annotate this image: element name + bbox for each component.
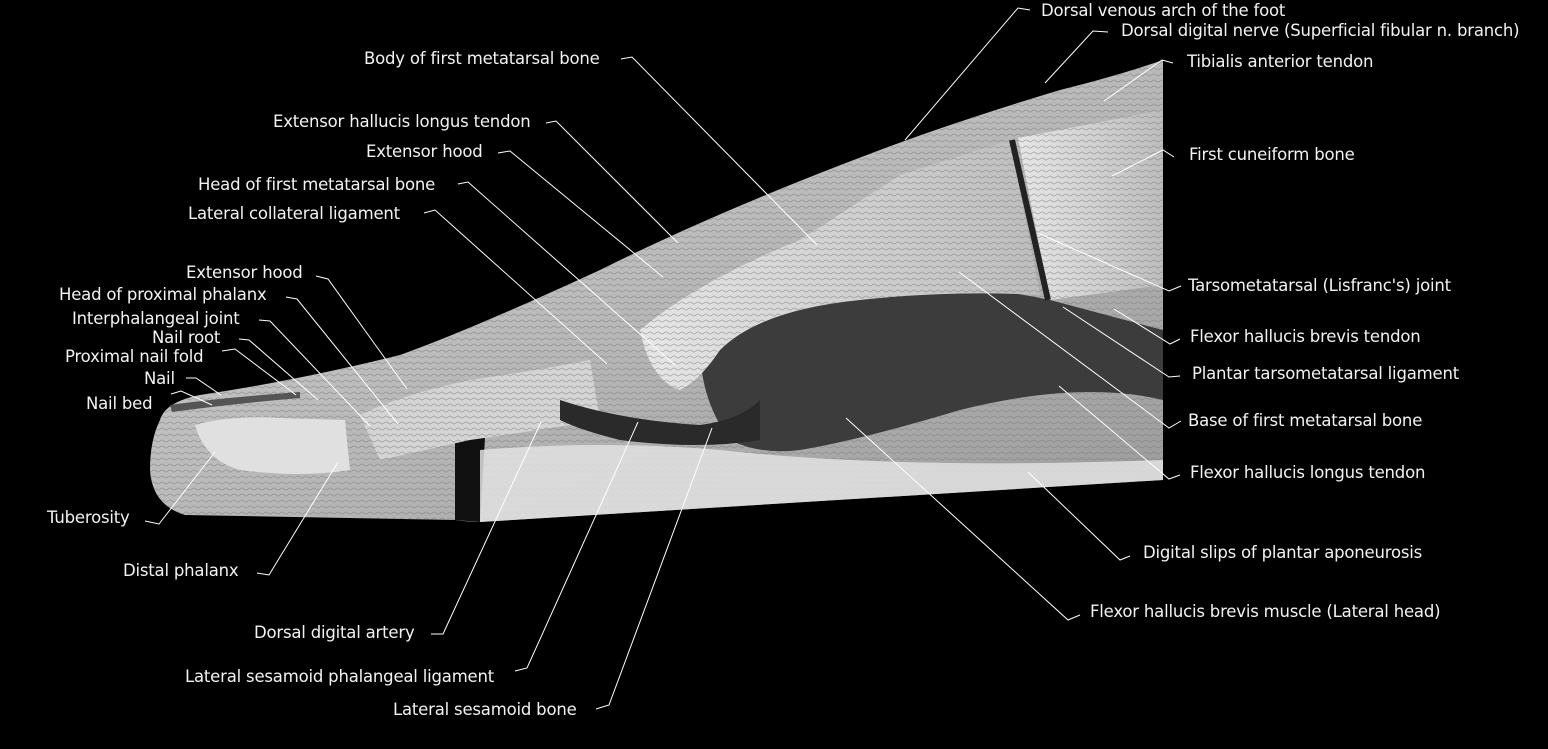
label-extensor-hallucis-longus-tendon: Extensor hallucis longus tendon	[273, 112, 531, 131]
leader-line-fhb-muscle-lateral-head	[845, 417, 1081, 621]
label-extensor-hood-proximal: Extensor hood	[366, 142, 483, 161]
leader-line-lateral-sesamoid-bone	[595, 427, 713, 710]
label-interphalangeal-joint: Interphalangeal joint	[72, 309, 240, 328]
leader-line-nail-bed	[170, 390, 213, 406]
leader-line-dorsal-digital-nerve	[1044, 30, 1109, 84]
label-head-proximal-phalanx: Head of proximal phalanx	[59, 285, 267, 304]
fhb-muscle-region	[700, 286, 1163, 452]
leader-line-extensor-hood-proximal	[497, 150, 664, 278]
leader-line-tarsometatarsal-joint	[1039, 233, 1182, 292]
leader-line-first-cuneiform-bone	[1111, 149, 1175, 177]
lisfranc-joint-line	[1009, 139, 1051, 301]
label-plantar-tarsometatarsal-ligament: Plantar tarsometatarsal ligament	[1192, 364, 1459, 383]
leader-line-head-first-metatarsal	[457, 181, 676, 366]
label-nail: Nail	[144, 369, 175, 388]
leader-line-lateral-collateral-ligament	[423, 209, 608, 365]
label-fhb-muscle-lateral-head: Flexor hallucis brevis muscle (Lateral h…	[1090, 602, 1441, 621]
leader-line-distal-phalanx	[256, 461, 339, 576]
leader-line-nail	[186, 377, 222, 396]
label-head-first-metatarsal: Head of first metatarsal bone	[198, 175, 436, 194]
label-first-cuneiform-bone: First cuneiform bone	[1189, 145, 1355, 164]
leader-line-nail-root	[238, 338, 319, 401]
leader-line-extensor-hood-distal	[315, 275, 408, 390]
label-tuberosity: Tuberosity	[47, 508, 130, 527]
nail-plate	[170, 392, 300, 412]
label-nail-bed: Nail bed	[86, 394, 153, 413]
leader-line-body-first-metatarsal	[620, 56, 818, 246]
label-nail-root: Nail root	[152, 328, 221, 347]
leader-line-dorsal-digital-artery	[431, 421, 542, 635]
leader-line-dorsal-venous-arch	[904, 7, 1031, 141]
label-dorsal-venous-arch: Dorsal venous arch of the foot	[1041, 1, 1286, 20]
label-distal-phalanx: Distal phalanx	[123, 561, 239, 580]
label-proximal-nail-fold: Proximal nail fold	[65, 347, 204, 366]
label-lateral-sesamoid-phalangeal-ligament: Lateral sesamoid phalangeal ligament	[185, 667, 495, 686]
label-dorsal-digital-artery: Dorsal digital artery	[254, 623, 415, 642]
label-flexor-hallucis-longus-tendon: Flexor hallucis longus tendon	[1190, 463, 1426, 482]
leader-line-interphalangeal-joint	[258, 319, 371, 427]
leader-line-extensor-hallucis-longus-tendon	[545, 120, 679, 244]
leader-line-tibialis-anterior-tendon	[1103, 59, 1174, 102]
label-extensor-hood-distal: Extensor hood	[186, 263, 303, 282]
label-body-first-metatarsal: Body of first metatarsal bone	[364, 49, 600, 68]
label-flexor-hallucis-brevis-tendon: Flexor hallucis brevis tendon	[1190, 327, 1421, 346]
leader-line-proximal-nail-fold	[221, 348, 297, 396]
label-tibialis-anterior-tendon: Tibialis anterior tendon	[1187, 52, 1374, 71]
leader-line-tuberosity	[144, 451, 216, 525]
leader-line-flexor-hallucis-brevis-tendon	[1113, 308, 1181, 345]
label-lateral-sesamoid-bone: Lateral sesamoid bone	[393, 700, 577, 719]
label-dorsal-digital-nerve: Dorsal digital nerve (Superficial fibula…	[1121, 21, 1520, 40]
leader-line-head-proximal-phalanx	[285, 296, 399, 425]
label-digital-slips-plantar-aponeurosis: Digital slips of plantar aponeurosis	[1143, 543, 1423, 562]
leader-line-base-of-first-metatarsal	[958, 271, 1182, 429]
label-lateral-collateral-ligament: Lateral collateral ligament	[188, 204, 400, 223]
label-tarsometatarsal-joint: Tarsometatarsal (Lisfranc's) joint	[1188, 276, 1451, 295]
leader-line-plantar-tarsometatarsal-ligament	[1062, 306, 1181, 378]
distal-phalanx-bone	[195, 417, 350, 474]
leader-line-lateral-sesamoid-phalangeal-ligament	[514, 421, 639, 672]
leader-line-digital-slips-plantar-aponeurosis	[1027, 471, 1131, 561]
label-base-of-first-metatarsal: Base of first metatarsal bone	[1188, 411, 1423, 430]
leader-line-flexor-hallucis-longus-tendon	[1058, 385, 1181, 480]
